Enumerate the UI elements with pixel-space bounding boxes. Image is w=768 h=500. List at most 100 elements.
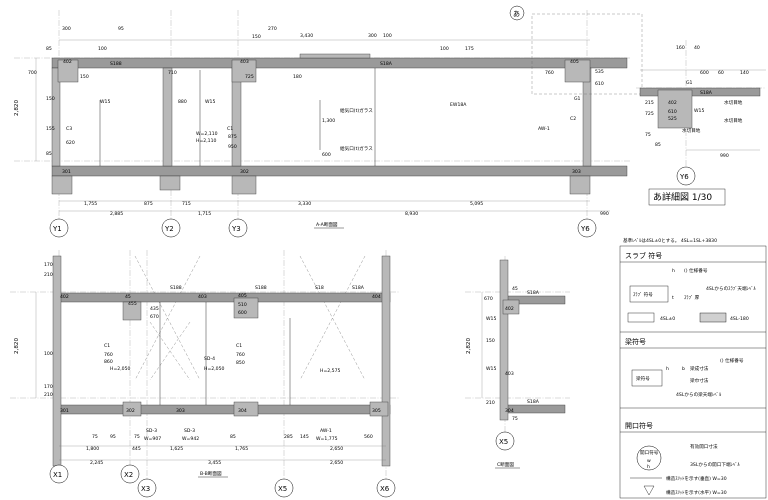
label-c-2: W15 [486, 316, 496, 322]
axis-bubble-y6 [577, 218, 597, 238]
label-a-6: G1 [574, 96, 581, 102]
label-b-28: 404 [372, 294, 381, 300]
label-a-27: 760 [545, 70, 554, 76]
label-a-30: 180 [293, 74, 302, 80]
detail-dim-10: 990 [720, 153, 729, 159]
detail-dim-6: 725 [645, 111, 654, 117]
b-top-slab [54, 292, 391, 303]
legend-slab-t: t [672, 295, 674, 301]
detail-axis-label: Y6 [679, 173, 689, 181]
label-a-5: AW-1 [538, 126, 550, 132]
detail-dim-7: 525 [668, 116, 677, 122]
legend-beam-item-3: 梁巾寸法 [690, 377, 709, 384]
label-a-17: 303 [572, 169, 581, 175]
b-beam-mid [233, 297, 259, 319]
label-c-1: S18A [527, 399, 540, 405]
legend-swatch-a [627, 312, 655, 323]
label-b-24: 304 [238, 408, 247, 414]
dim-b2-1: 3,455 [208, 460, 221, 466]
dim-a-top-0: 300 [62, 26, 71, 32]
dim-a-bottom-0: 2,885 [110, 211, 123, 217]
bracing-left [134, 255, 201, 381]
detail-dim-9: 610 [668, 109, 677, 115]
label-b-4: C1 [104, 343, 110, 349]
detail-title: あ詳細図 1/30 [653, 191, 712, 203]
bracing-right [299, 255, 366, 381]
b-wall-x6 [381, 255, 391, 467]
label-c-0: S18A [527, 290, 540, 296]
detail-dim-1: 40 [694, 45, 700, 51]
dim-a-mid-1: 875 [144, 201, 153, 207]
label-a-12: 402 [63, 59, 72, 65]
dim-a-left-1: 2,820 [14, 100, 20, 116]
label-a-26: 710 [168, 70, 177, 76]
dim-b1-4: 2,650 [330, 446, 343, 452]
detail-marker-text: あ [513, 10, 520, 18]
dim-c-0: 670 [484, 296, 493, 302]
sdim-b-2: 75 [134, 434, 140, 440]
label-a-7: C3 [66, 126, 72, 132]
wall-y3 [231, 67, 242, 167]
sdim-b-6: 560 [364, 434, 373, 440]
label-a-19: 875 [228, 134, 237, 140]
detail-note-1: 水切目地 [724, 117, 743, 124]
note-a-0: 給気口(t)ガラス [340, 107, 373, 114]
legend-beam-item-1: () 仕様番号 [720, 357, 744, 364]
label-a-29: 150 [80, 74, 89, 80]
label-a-13: 403 [240, 59, 249, 65]
dim-a-left-4: 155 [46, 126, 55, 132]
label-c-6: 304 [505, 408, 514, 414]
dim-b-top-0: 170 [44, 384, 53, 390]
legend-swatch-a-label: 4SL±0 [660, 316, 675, 322]
label-b-26: 402 [60, 294, 69, 300]
c-beam [502, 299, 520, 315]
bottom-beam-y6 [569, 175, 591, 195]
legend-opening-w: w [647, 459, 651, 464]
dim-a-bottom-3: 990 [600, 211, 609, 217]
wall-y1 [51, 67, 61, 167]
label-b-6: SD-3 [146, 428, 157, 434]
label-a-11: H=2,110 [196, 138, 217, 144]
label-b-1: S188 [255, 285, 267, 291]
c-wall [499, 259, 509, 421]
legend-beam-item-2: 梁成寸法 [690, 365, 709, 372]
label-a-1: S18A [380, 61, 393, 67]
label-b-15: H=2,575 [320, 368, 341, 374]
detail-dim-11: 75 [645, 132, 651, 138]
detail-label-2: W15 [694, 108, 704, 114]
label-b-19: 860 [104, 359, 113, 365]
top-beam-y6 [564, 59, 591, 83]
legend-opening-item-2: 3SLからの開口下端ﾚﾍﾞﾙ [690, 461, 740, 468]
dim-a-top-9: 175 [465, 46, 474, 52]
axis-bubble-x6 [376, 478, 396, 498]
detail-note-0: 水切目地 [724, 99, 743, 106]
legend-opening-h: h [647, 464, 650, 470]
label-c-5: 403 [505, 371, 514, 377]
label-a-15: 301 [62, 169, 71, 175]
legend-opening-item-1: 有効開口寸法 [690, 443, 718, 450]
label-b-25: 305 [372, 408, 381, 414]
detail-beam [657, 89, 693, 129]
label-a-3: EW18A [450, 102, 467, 108]
dim-b-top-3: 405 [238, 293, 247, 299]
label-b-27: 403 [198, 294, 207, 300]
axis-bubble-x1 [49, 464, 69, 484]
note-a-1: 給気口(t)ガラス [340, 145, 373, 152]
legend-swatch-b [699, 312, 727, 323]
b-bottom-beam-mid [233, 401, 259, 417]
sdim-b-1: 95 [110, 434, 116, 440]
legend-opening-circle [636, 445, 662, 471]
legend-beam-b: b [682, 366, 685, 372]
section-c: S18A S18A W15 W15 402 403 304 670 2,820 … [465, 256, 570, 469]
dim-b1-2: 1,625 [170, 446, 183, 452]
label-c-3: W15 [486, 366, 496, 372]
label-a-9: W15 [205, 99, 215, 105]
detail-dim-8: 402 [668, 100, 677, 106]
label-a-25: 535 [595, 69, 604, 75]
dim-b2-0: 2,245 [90, 460, 103, 466]
dim-b-left-0: 2,820 [14, 338, 20, 354]
axis-label-y6: Y6 [580, 225, 590, 233]
label-b-11: W=942 [182, 436, 199, 442]
axis-label-y1: Y1 [52, 225, 62, 233]
label-b-8: AW-1 [320, 428, 332, 434]
